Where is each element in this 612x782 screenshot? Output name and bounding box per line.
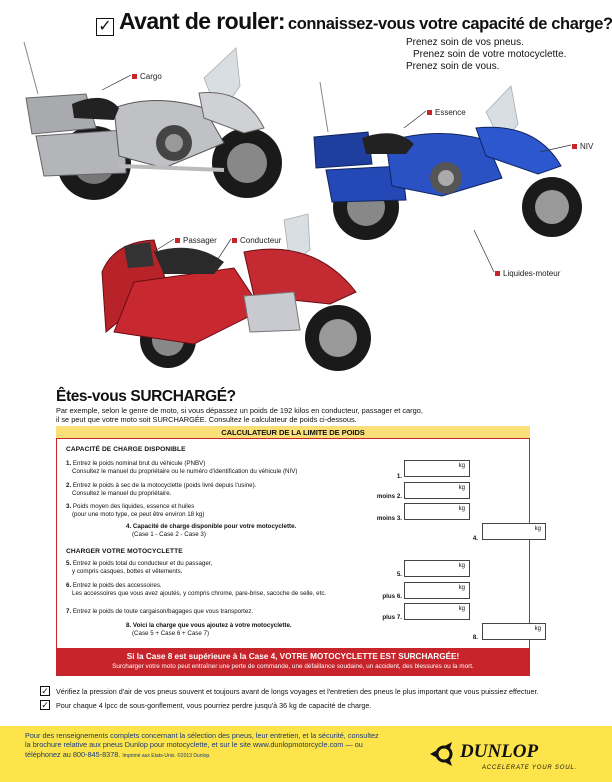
input-box-5[interactable]: kg xyxy=(404,560,470,577)
callout-conducteur: Conducteur xyxy=(232,236,281,245)
calc-item-8: 8. Voici la charge que vous ajoutez à vo… xyxy=(126,622,292,637)
overload-body: Par exemple, selon le genre de moto, si … xyxy=(56,406,423,425)
input-box-2[interactable]: kg xyxy=(404,482,470,499)
red-touring-motorcycle-image xyxy=(101,213,371,371)
tip-1: ✓ Vérifiez la pression d'air de vos pneu… xyxy=(40,686,539,696)
page-header: ✓ Avant de rouler: connaissez-vous votre… xyxy=(96,8,612,36)
header-title-sub: connaissez-vous votre capacité de charge… xyxy=(287,15,612,33)
calc-item-6: 6. Entrez le poids des accessoires. Les … xyxy=(66,582,327,597)
input-box-6[interactable]: kg xyxy=(404,582,470,599)
result-box-4[interactable]: kg xyxy=(482,523,546,540)
calc-item-5: 5. Entrez le poids total du conducteur e… xyxy=(66,560,213,575)
checkbox-checked-icon: ✓ xyxy=(40,686,50,696)
calculator-title: CALCULATEUR DE LA LIMITE DE POIDS xyxy=(56,426,530,439)
marker-icon xyxy=(132,74,137,79)
section-load-title: CHARGER VOTRE MOTOCYCLETTE xyxy=(66,548,183,555)
box-label-6: plus 6. xyxy=(382,593,402,600)
box-label-4: 4. xyxy=(472,535,478,542)
callout-leader-lines xyxy=(101,74,572,273)
marker-icon xyxy=(427,110,432,115)
blue-touring-motorcycle-image xyxy=(313,82,582,240)
slogan-text: ACCELERATE YOUR SOUL. xyxy=(481,765,577,771)
tagline-2: Prenez soin de votre motocyclette. xyxy=(413,49,567,60)
box-label-8: 8. xyxy=(472,634,478,641)
box-label-2: moins 2. xyxy=(376,493,402,500)
silver-touring-motorcycle-image xyxy=(23,41,282,200)
overload-warning: Si la Case 8 est supérieure à la Case 4,… xyxy=(56,648,530,676)
callout-passager: Passager xyxy=(175,236,217,245)
brand-text: DUNLOP xyxy=(459,741,538,762)
marker-icon xyxy=(495,271,500,276)
dunlop-logo[interactable]: DUNLOP ACCELERATE YOUR SOUL. xyxy=(420,726,612,782)
overload-title: Êtes-vous SURCHARGÉ? xyxy=(56,388,236,405)
box-label-7: plus 7. xyxy=(382,614,402,621)
calc-item-7: 7. Entrez le poids de toute cargaison/ba… xyxy=(66,608,254,615)
checkmark-icon: ✓ xyxy=(96,18,114,36)
box-label-5: 5. xyxy=(396,571,402,578)
checkbox-checked-icon: ✓ xyxy=(40,700,50,710)
calc-item-3: 3. Poids moyen des liquides, essence et … xyxy=(66,503,205,518)
tip-2: ✓ Pour chaque 4 lpcc de sous-gonflement,… xyxy=(40,700,372,710)
section-capacity-title: CAPACITÉ DE CHARGE DISPONIBLE xyxy=(66,446,186,453)
box-label-3: moins 3. xyxy=(376,515,402,522)
tagline-3: Prenez soin de vous. xyxy=(406,61,500,72)
calc-item-1: 1. Entrez le poids nominal brut du véhic… xyxy=(66,460,298,475)
footer-text: Pour des renseignements complets concern… xyxy=(25,731,379,759)
header-title-main: Avant de rouler: xyxy=(119,8,286,34)
marker-icon xyxy=(572,144,577,149)
input-box-3[interactable]: kg xyxy=(404,503,470,520)
result-box-8[interactable]: kg xyxy=(482,623,546,640)
tagline-1: Prenez soin de vos pneus. xyxy=(406,37,524,48)
callout-cargo: Cargo xyxy=(132,72,162,81)
callout-essence: Essence xyxy=(427,108,466,117)
callout-niv: NIV xyxy=(572,142,593,151)
marker-icon xyxy=(175,238,180,243)
calc-item-2: 2. Entrez le poids à sec de la motocycle… xyxy=(66,482,257,497)
callout-liquides: Liquides-moteur xyxy=(495,269,560,278)
input-box-7[interactable]: kg xyxy=(404,603,470,620)
input-box-1[interactable]: kg xyxy=(404,460,470,477)
box-label-1: 1. xyxy=(396,473,402,480)
calc-item-4: 4. Capacité de charge disponible pour vo… xyxy=(126,523,297,538)
marker-icon xyxy=(232,238,237,243)
